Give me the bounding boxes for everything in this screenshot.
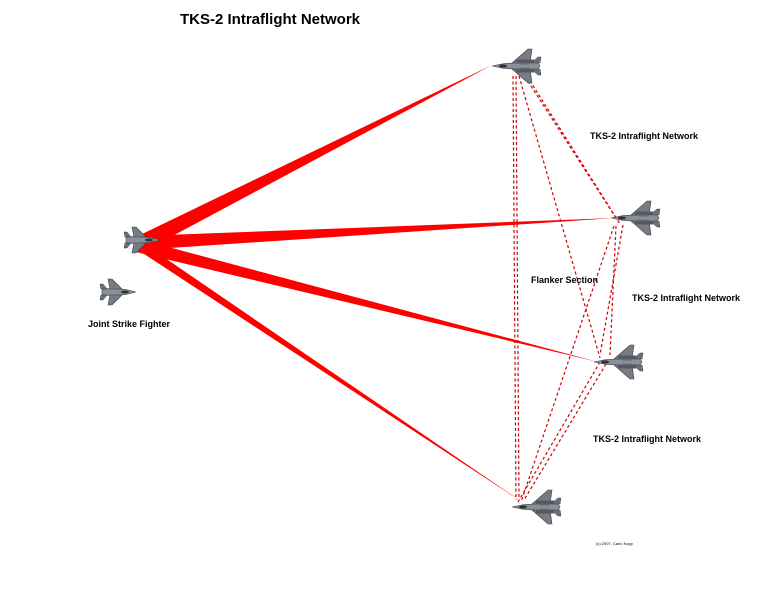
link-top-to-bottom-b	[512, 75, 517, 501]
beam-to-flanker-bottom	[138, 245, 522, 502]
link-top-to-bottom	[515, 75, 520, 501]
link-right-to-bottom	[520, 225, 615, 503]
beam-to-flanker-middle	[136, 240, 598, 362]
diagram-title: TKS-2 Intraflight Network	[180, 11, 361, 28]
jsf-aircraft-icon	[99, 278, 137, 306]
link-middle-to-bottom	[523, 363, 607, 501]
link-middle-to-bottom-b	[517, 361, 601, 503]
network-label-bottom: TKS-2 Intraflight Network	[593, 434, 702, 444]
intraflight-links	[512, 71, 624, 503]
flanker-section-label: Flanker Section	[531, 275, 599, 285]
network-label-top: TKS-2 Intraflight Network	[590, 131, 699, 141]
link-top-to-middle	[518, 75, 601, 359]
jsf-label: Joint Strike Fighter	[88, 319, 171, 329]
link-top-to-right-b	[526, 75, 621, 225]
copyright-note: (c) 2007, Carlo Kopp	[596, 541, 633, 546]
network-label-middle: TKS-2 Intraflight Network	[632, 293, 741, 303]
datalink-beams	[136, 65, 615, 502]
link-right-to-middle	[599, 224, 624, 356]
flanker-right-icon	[610, 200, 661, 236]
beam-to-flanker-top	[138, 65, 492, 248]
beam-to-flanker-right	[140, 218, 615, 250]
link-top-to-right	[521, 71, 617, 219]
